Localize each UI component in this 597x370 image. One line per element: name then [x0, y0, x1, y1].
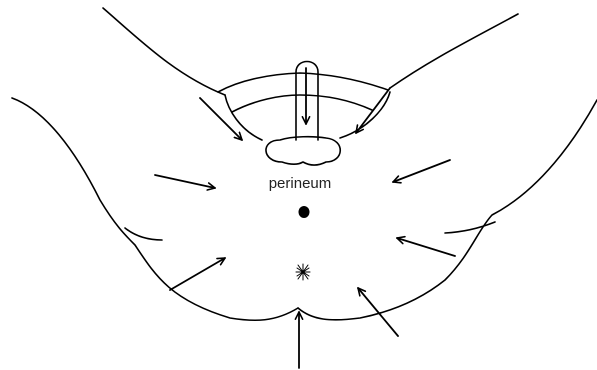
perineal-body-dot	[299, 206, 310, 218]
glans-shape	[266, 137, 340, 165]
perineum-label: perineum	[250, 175, 350, 192]
arrow-mid-right	[393, 160, 450, 182]
left-thigh-outline	[103, 8, 225, 95]
arrow-mid-left	[155, 175, 215, 188]
outer-arc	[218, 73, 388, 92]
anus-star-icon	[296, 264, 310, 280]
right-body-outline	[298, 100, 597, 320]
arrow-upper-right	[356, 88, 390, 133]
right-crease	[445, 222, 495, 233]
arrow-lower-left	[170, 258, 225, 290]
right-thigh-outline	[390, 14, 518, 88]
inner-arc	[232, 95, 372, 112]
left-body-outline	[12, 98, 298, 320]
left-crease	[125, 228, 162, 240]
arrow-bottom-right	[358, 288, 398, 336]
arrow-lower-right	[397, 238, 455, 256]
